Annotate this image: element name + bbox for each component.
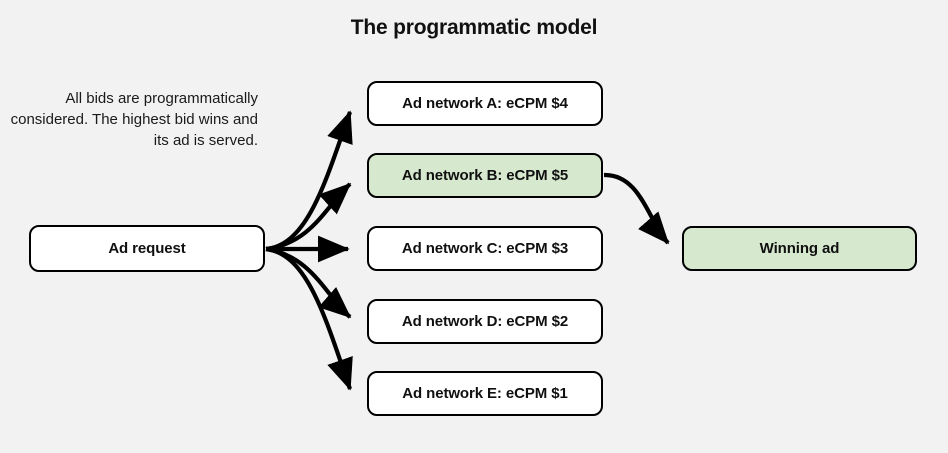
node-ad-network-e-label: Ad network E: eCPM $1 — [402, 385, 568, 402]
node-ad-network-e[interactable]: Ad network E: eCPM $1 — [367, 371, 603, 416]
node-ad-network-b[interactable]: Ad network B: eCPM $5 — [367, 153, 603, 198]
connector-request-to-network-d — [265, 246, 352, 319]
node-ad-network-d-label: Ad network D: eCPM $2 — [401, 313, 569, 330]
node-ad-request[interactable]: Ad request — [29, 225, 265, 272]
connector-network-b-to-winner — [603, 172, 670, 245]
connector-request-to-network-b — [265, 182, 352, 252]
page-title: The programmatic model — [350, 16, 598, 39]
node-ad-network-b-label: Ad network B: eCPM $5 — [401, 167, 569, 184]
node-ad-request-label: Ad request — [108, 240, 186, 257]
node-ad-network-a[interactable]: Ad network A: eCPM $4 — [367, 81, 603, 126]
node-winning-ad-label: Winning ad — [759, 240, 840, 257]
node-ad-network-c-label: Ad network C: eCPM $3 — [401, 240, 569, 257]
node-ad-network-d[interactable]: Ad network D: eCPM $2 — [367, 299, 603, 344]
connector-request-to-network-a — [265, 110, 353, 252]
connector-request-to-network-e — [265, 246, 353, 391]
node-ad-network-a-label: Ad network A: eCPM $4 — [402, 95, 568, 112]
node-winning-ad[interactable]: Winning ad — [682, 226, 917, 271]
node-ad-network-c[interactable]: Ad network C: eCPM $3 — [367, 226, 603, 271]
caption-text: All bids are programmatically considered… — [10, 90, 258, 149]
